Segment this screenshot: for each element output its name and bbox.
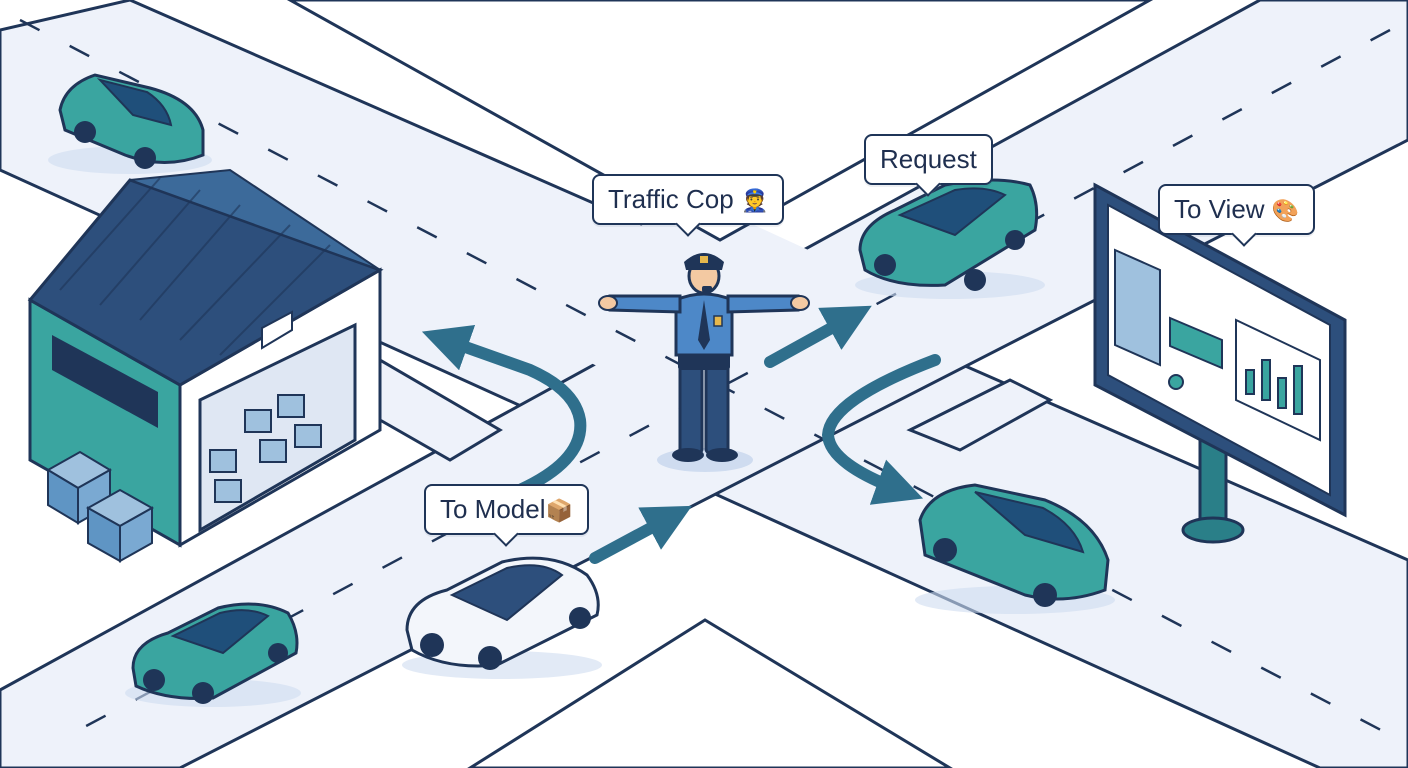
warehouse-model-building xyxy=(27,168,384,563)
billboard-bar-chart xyxy=(1235,318,1321,442)
arrow-to-model xyxy=(421,325,587,496)
label-to-view: To View 🎨 xyxy=(1158,184,1316,235)
traffic-cop-text: Traffic Cop xyxy=(608,184,734,214)
police-officer-icon: 👮 xyxy=(740,189,769,214)
side-road-billboard xyxy=(906,378,1054,452)
upper-wedge xyxy=(286,0,1154,242)
lower-wedge xyxy=(467,618,953,768)
request-text: Request xyxy=(880,144,977,174)
car-bottom-left xyxy=(125,602,301,707)
to-view-text: To View xyxy=(1174,194,1265,224)
arrow-to-view xyxy=(821,354,941,505)
label-to-model: To Model📦 xyxy=(424,484,589,535)
flow-arrows xyxy=(421,305,941,564)
car-top-left xyxy=(48,73,212,174)
car-to-model-white xyxy=(402,556,602,679)
billboard-view-screen xyxy=(1093,182,1347,544)
package-icon: 📦 xyxy=(545,499,573,524)
car-to-view xyxy=(915,483,1115,614)
to-model-text: To Model xyxy=(440,494,546,524)
label-traffic-cop: Traffic Cop 👮 xyxy=(592,174,785,225)
traffic-cop-figure xyxy=(598,253,810,472)
lane-dashes-a xyxy=(19,18,1401,742)
stacked-boxes xyxy=(46,450,155,563)
warehouse-shelves xyxy=(209,394,322,503)
arrow-request xyxy=(764,305,872,368)
label-request: Request xyxy=(864,134,993,185)
artist-palette-icon: 🎨 xyxy=(1271,199,1300,224)
arrow-incoming xyxy=(589,505,692,564)
car-request xyxy=(855,178,1045,299)
